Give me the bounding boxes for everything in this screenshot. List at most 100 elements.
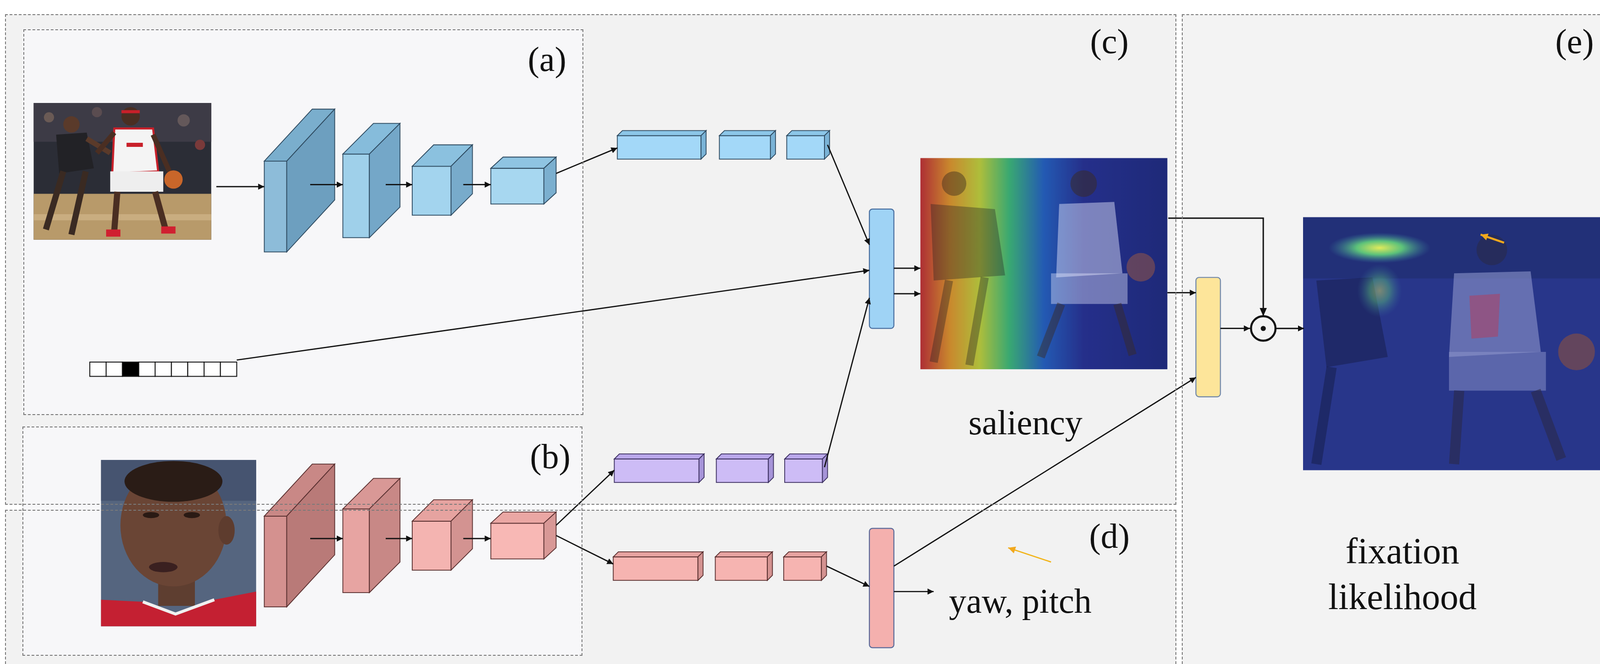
panel-ground: [22, 28, 583, 415]
one-hot-cell: [89, 361, 107, 377]
fixation-figure: [1449, 271, 1541, 357]
panel-label: (e): [1555, 21, 1594, 62]
output-label: yaw, pitch: [948, 581, 1092, 621]
conv-block: [286, 463, 335, 607]
fixation-figure: [1454, 390, 1460, 464]
gaze-arrow: [1007, 547, 1051, 562]
conv-block: [264, 516, 287, 607]
conv-block: [369, 478, 400, 593]
fixation-hotspot: [1328, 232, 1431, 264]
face-eye: [183, 511, 200, 518]
product-operator: [1250, 316, 1276, 341]
fc-layer: [699, 453, 705, 483]
fc-layer: [783, 556, 822, 581]
fixation-figure: [1558, 333, 1595, 371]
photo-player: [71, 171, 86, 235]
face-jersey: [142, 599, 215, 615]
fc-layers: [613, 130, 830, 581]
one-hot-cell: [155, 361, 172, 377]
flow-arrow: [310, 183, 343, 186]
photo-player: [121, 110, 140, 114]
one-hot-cell: [122, 361, 140, 377]
flow-arrow: [463, 183, 491, 186]
fusion-bar: [1195, 277, 1221, 397]
heatmap-figure: [933, 280, 949, 362]
fc-layer: [613, 551, 703, 557]
panel-label: (d): [1088, 516, 1130, 556]
flow-arrow: [385, 183, 413, 186]
fixation-map: [1303, 217, 1600, 279]
face-mouth: [149, 561, 178, 572]
heatmap-figure: [1055, 201, 1123, 278]
photo-player: [63, 116, 80, 133]
fc-layer: [719, 135, 771, 159]
panel-label: (a): [527, 39, 566, 80]
fc-layer: [715, 556, 768, 581]
fixation-figure: [1469, 293, 1501, 339]
flow-arrow: [894, 293, 921, 295]
scene-photo: [33, 102, 212, 240]
saliency-picture: [920, 157, 1168, 369]
fc-layer: [767, 551, 773, 581]
panel-ground: [1181, 14, 1600, 664]
fc-layer: [768, 453, 774, 483]
fixation-figure: [1316, 366, 1332, 464]
conv-block: [342, 508, 370, 593]
connector: [1168, 218, 1304, 329]
photo-player: [114, 191, 118, 231]
photo-court: [33, 214, 212, 221]
photo-crowd: [91, 107, 103, 118]
heatmap-figure: [1050, 273, 1128, 304]
heatmap-figure: [942, 171, 967, 196]
photo-player: [110, 171, 164, 192]
flow-arrow: [310, 538, 343, 540]
one-hot-cell: [220, 361, 238, 377]
fc-layer: [715, 551, 773, 557]
conv-block: [451, 145, 473, 216]
fc-layer: [824, 130, 830, 159]
fc-layer: [617, 130, 706, 136]
heatmap: [920, 157, 1168, 369]
fixation-figure: [1535, 390, 1562, 459]
fc-layer: [719, 130, 776, 136]
fusion-bar: [869, 209, 895, 329]
conv-block: [264, 161, 287, 252]
fixation-map: fixation likelihood: [1303, 218, 1600, 472]
face-hair: [124, 460, 223, 502]
fc-layer: [617, 135, 701, 159]
one-hot-cell: [106, 361, 123, 377]
one-hot-cell: [187, 361, 205, 377]
fusion-bar: [869, 528, 895, 648]
conv-block: [490, 522, 545, 559]
flow-arrow: [555, 470, 615, 526]
heatmap-figure: [1040, 303, 1062, 357]
heatmap-figure: [1070, 170, 1098, 197]
conv-blocks: [264, 463, 557, 607]
photo-crowd: [33, 102, 212, 240]
fc-layer: [614, 453, 705, 459]
fc-layer: [770, 130, 776, 159]
flow-arrow: [894, 377, 1196, 566]
fc-layer: [716, 453, 774, 459]
photo-ball: [164, 170, 183, 189]
panel-label: (c): [1090, 21, 1129, 62]
photo-court: [33, 193, 212, 240]
image-caption: saliency: [968, 402, 1083, 443]
photo-crowd: [194, 139, 205, 150]
fc-layer: [697, 551, 703, 581]
face-jersey: [101, 591, 257, 627]
conv-block: [412, 166, 452, 216]
face-eye: [142, 511, 160, 518]
flow-arrow: [827, 145, 870, 245]
panel-region: (a): [23, 29, 584, 415]
conv-block: [412, 521, 452, 571]
panel-region: (b): [22, 426, 583, 656]
conv-block: [342, 154, 370, 238]
flow-arrow: [894, 590, 934, 593]
panel-region: (c) (a) saliency: [5, 14, 1177, 505]
heatmap-figure: [1126, 253, 1155, 282]
photo-player: [161, 226, 176, 234]
network-arrows: [216, 145, 1250, 592]
product-operator: [1260, 325, 1266, 331]
conv-block: [490, 168, 545, 205]
